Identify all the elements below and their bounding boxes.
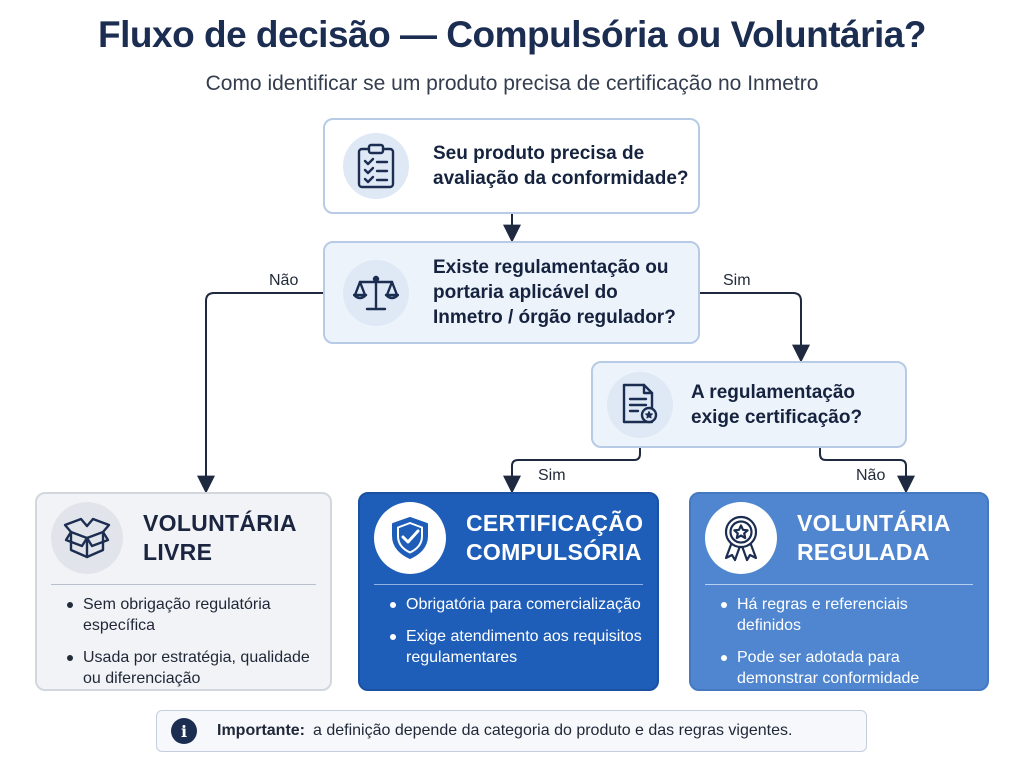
decision-node-regulation: Existe regulamentação ou portaria aplicá… [323,241,700,344]
node-line: exige certificação? [691,406,863,428]
outcome-title-line: REGULADA [797,539,930,565]
edge-q2-yes [700,292,810,363]
outcome-title-line: LIVRE [143,539,213,565]
outcome-bullets: Obrigatória para comercialização Exige a… [360,594,657,679]
outcome-title-line: VOLUNTÁRIA [143,510,297,536]
bullet-item: Obrigatória para comercialização [390,594,645,615]
node-line: Inmetro / órgão regulador? [433,307,676,328]
outcome-voluntaria-livre: VOLUNTÁRIA LIVRE Sem obrigação regulatór… [35,492,332,691]
divider [374,584,643,585]
edge-q3-yes [503,448,641,494]
node-line: Existe regulamentação ou [433,257,669,278]
outcome-bullets: Sem obrigação regulatória específica Usa… [37,594,330,700]
edge-q2-no [197,292,323,494]
outcome-title-line: CERTIFICAÇÃO [466,510,644,536]
decision-node-certification: A regulamentação exige certificação? [591,361,907,448]
open-box-icon [51,502,123,574]
page-title: Fluxo de decisão — Compulsória ou Volunt… [98,14,926,55]
bullet-item: Pode ser adotada para demonstrar conform… [721,647,975,689]
outcome-voluntaria-regulada: VOLUNTÁRIA REGULADA Há regras e referenc… [689,492,989,691]
outcome-bullets: Há regras e referenciais definidos Pode … [691,594,987,700]
outcome-certificacao-compulsoria: CERTIFICAÇÃO COMPULSÓRIA Obrigatória par… [358,492,659,691]
outcome-title-line: COMPULSÓRIA [466,539,642,565]
important-note: i Importante: a definição depende da cate… [156,710,867,752]
edge-label-q2-yes: Sim [723,272,751,289]
award-ribbon-icon [705,502,777,574]
clipboard-checklist-icon [343,133,409,199]
bullet-item: Exige atendimento aos requisitos regulam… [390,626,645,668]
bullet-item: Sem obrigação regulatória específica [67,594,318,636]
shield-check-icon [374,502,446,574]
note-text: a definição depende da categoria do prod… [313,722,793,739]
page-subtitle: Como identificar se um produto precisa d… [205,72,819,95]
edge-q3-no [819,448,915,494]
bullet-item: Há regras e referenciais definidos [721,594,975,636]
note-label: Importante: [217,722,305,739]
scales-icon [343,259,409,326]
info-icon: i [171,718,197,744]
divider [705,584,973,585]
bullet-item: Usada por estratégia, qualidade ou difer… [67,647,318,689]
certificate-document-icon [607,371,673,438]
edge-label-q2-no: Não [269,272,299,289]
node-line: Seu produto precisa de [433,143,645,164]
node-line: avaliação da conformidade? [433,168,689,189]
decision-node-conformity: Seu produto precisa de avaliação da conf… [323,118,700,214]
divider [51,584,316,585]
node-line: A regulamentação [691,381,856,403]
outcome-title-line: VOLUNTÁRIA [797,510,951,536]
edge-label-q3-no: Não [856,467,886,484]
node-line: portaria aplicável do [433,282,618,303]
edge-label-q3-yes: Sim [538,467,566,484]
